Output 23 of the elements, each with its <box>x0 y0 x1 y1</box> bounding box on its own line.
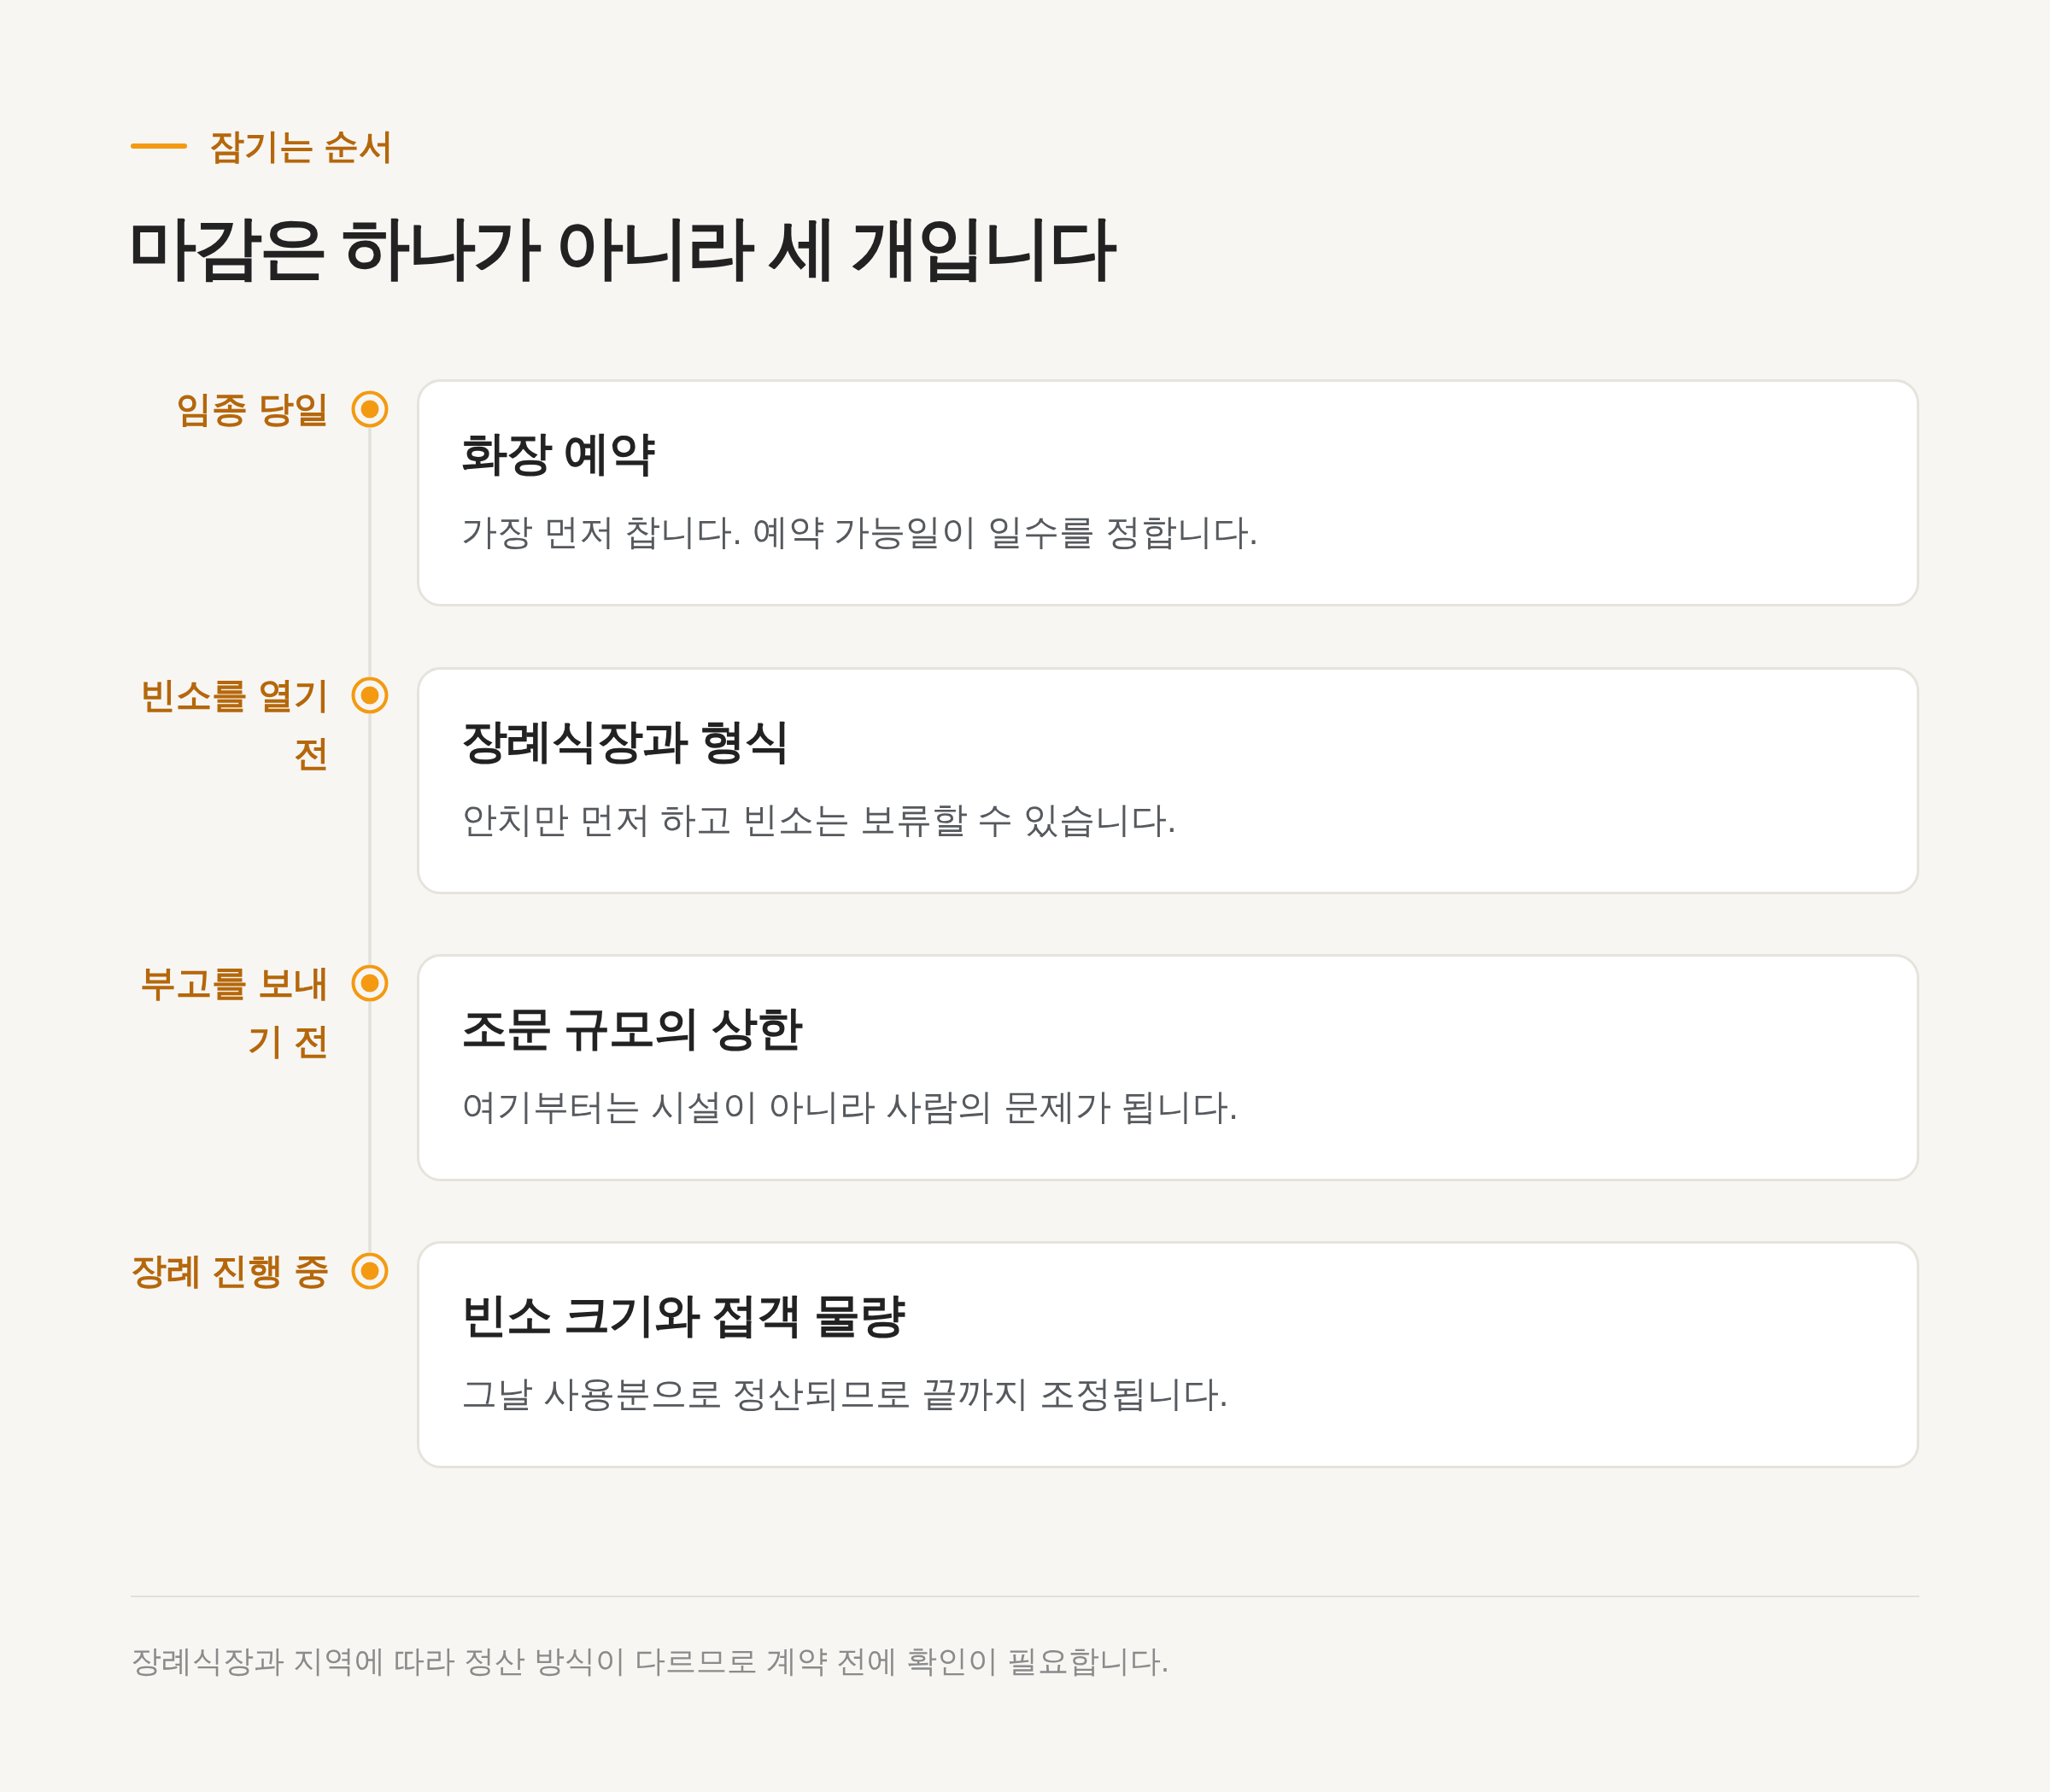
step-title: 빈소 크기와 접객 물량 <box>461 1288 905 1342</box>
stage-label: 부고를 보내기 전 <box>139 962 330 1063</box>
stage-label: 임종 당일 <box>176 388 330 430</box>
stage-label: 장례 진행 중 <box>130 1250 330 1292</box>
section-label: 잠기는 순서 <box>209 126 395 167</box>
stage-label: 빈소를 열기 전 <box>139 674 330 775</box>
ring-dot-icon <box>351 390 389 428</box>
step-description: 그날 사용분으로 정산되므로 끝까지 조정됩니다. <box>461 1373 1229 1415</box>
step-card <box>417 667 1919 894</box>
title: 마감은 하나가 아니라 세 개입니다 <box>128 208 1115 287</box>
caption: 장례식장과 지역에 따라 정산 방식이 다르므로 계약 전에 확인이 필요합니다. <box>131 1643 1170 1680</box>
ring-dot-icon <box>351 676 389 714</box>
ring-dot-icon <box>351 1252 389 1290</box>
step-description: 가장 먼저 찹니다. 예약 가능일이 일수를 정합니다. <box>461 511 1259 553</box>
step-description: 여기부터는 시설이 아니라 사람의 문제가 됩니다. <box>461 1086 1239 1128</box>
step-description: 안치만 먼저 하고 빈소는 보류할 수 있습니다. <box>461 799 1177 841</box>
step-title: 조문 규모의 상한 <box>461 1001 802 1055</box>
step-card <box>417 379 1919 606</box>
step-title: 화장 예약 <box>461 426 654 480</box>
step-title: 장례식장과 형식 <box>461 714 790 768</box>
step-card <box>417 954 1919 1181</box>
step-card <box>417 1241 1919 1468</box>
ring-dot-icon <box>351 964 389 1002</box>
